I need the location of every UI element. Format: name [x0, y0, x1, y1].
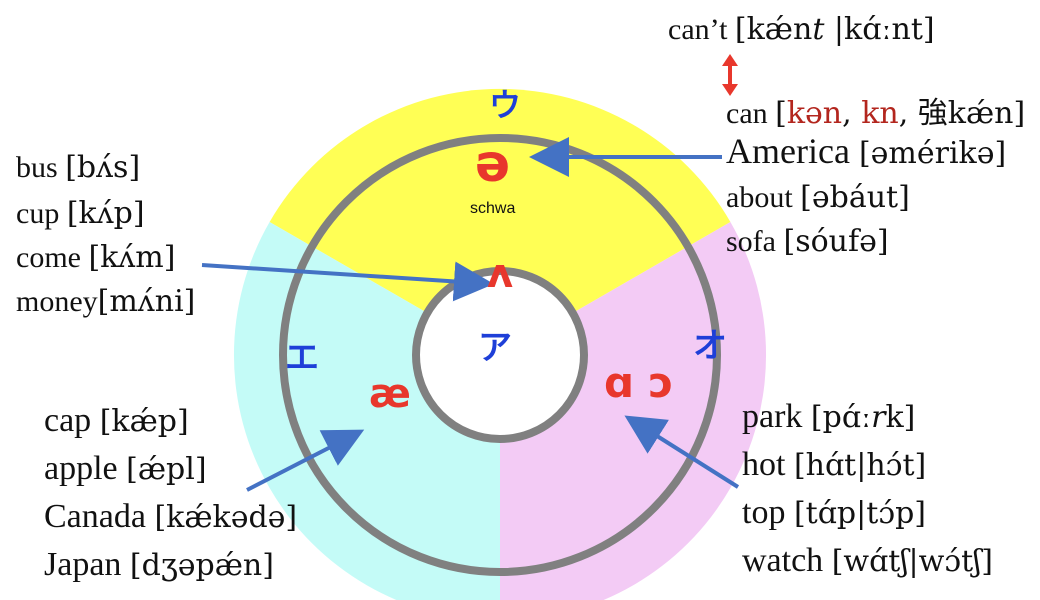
ash-symbol: æ	[369, 371, 411, 417]
ipa: [kʌ́m]	[88, 240, 176, 275]
wedge-word-come: come [kʌ́m]	[16, 240, 175, 275]
ash-region	[233, 222, 500, 600]
ipa: [dʒəpǽn]	[129, 548, 274, 583]
word: sofa	[726, 225, 776, 258]
word: park	[742, 398, 803, 435]
ipa: [wɑ́tʃ|wɔ́tʃ]	[831, 544, 993, 579]
ipa: [hɑ́t|hɔ́t]	[793, 448, 927, 483]
ipa: [kǽp]	[99, 404, 189, 439]
ipa-b: k]	[885, 400, 916, 435]
ao-word-watch: watch [wɑ́tʃ|wɔ́tʃ]	[742, 542, 993, 580]
ipa: [kǽkədə]	[154, 500, 298, 535]
can-sep-1: ,	[842, 96, 862, 131]
ash-word-cap: cap [kǽp]	[44, 402, 189, 440]
wedge-symbol: ʌ	[487, 251, 514, 297]
ipa: [pɑ́ːrk]	[811, 400, 915, 435]
can-weak-2: kn	[861, 96, 899, 131]
schwa-word-about: about [əbáut]	[726, 180, 910, 215]
ipa-r: r	[871, 400, 886, 435]
inner-ring	[412, 267, 588, 443]
word: cap	[44, 402, 92, 439]
ao-word-park: park [pɑ́ːrk]	[742, 398, 915, 436]
cant-ipa-a: [kǽn	[734, 12, 813, 47]
can-strong: 強kǽn]	[917, 96, 1026, 131]
cant-ipa: [kǽnt |kɑ́ːnt]	[735, 12, 935, 47]
ao-word-top: top [tɑ́p|tɔ́p]	[742, 494, 926, 532]
can-sep-2: ,	[898, 96, 918, 131]
wedge-word-cup: cup [kʌ́p]	[16, 196, 145, 231]
word: watch	[742, 542, 824, 579]
ash-word-japan: Japan [dʒəpǽn]	[44, 546, 274, 584]
word: come	[16, 241, 81, 274]
arrow-to-ash	[246, 429, 365, 492]
outer-ring	[279, 134, 721, 576]
arrow-to-ao	[624, 415, 740, 489]
kana-u: ウ	[489, 86, 522, 124]
arrow-to-wedge	[201, 261, 494, 302]
ipa: [ǽpl]	[126, 452, 207, 487]
ao-word-hot: hot [hɑ́t|hɔ́t]	[742, 446, 926, 484]
cant-ipa-b: |kɑ́ːnt]	[824, 12, 935, 47]
cant-ipa-t: t	[812, 12, 825, 47]
word: bus	[16, 151, 58, 184]
ipa: [kʌ́p]	[66, 196, 145, 231]
cant-word: can’t	[668, 13, 728, 46]
schwa-word-sofa: sofa [sóufə]	[726, 224, 889, 259]
kana-e: エ	[285, 338, 319, 378]
word: cup	[16, 197, 60, 230]
word: apple	[44, 450, 118, 487]
cant-entry: can’t [kǽnt |kɑ́ːnt]	[668, 12, 935, 47]
word: hot	[742, 446, 786, 483]
can-ipa: [kən, kn, 強kǽn]	[775, 96, 1025, 131]
kana-o: オ	[693, 326, 727, 366]
ipa-a: [pɑ́ː	[810, 400, 872, 435]
ash-word-apple: apple [ǽpl]	[44, 450, 207, 488]
ipa: [tɑ́p|tɔ́p]	[793, 496, 926, 531]
schwa-label: schwa	[470, 200, 516, 217]
ipa: [sóufə]	[783, 224, 889, 259]
ipa: [mʌ́ni]	[97, 284, 196, 319]
kana-a: ア	[478, 328, 512, 368]
can-open: [	[775, 96, 787, 131]
schwa-word-america: America [əmérikə]	[726, 130, 1006, 172]
can-word: can	[726, 97, 768, 130]
ao-region	[500, 222, 767, 600]
can-entry: can [kən, kn, 強kǽn]	[726, 88, 1025, 132]
wedge-word-bus: bus [bʌ́s]	[16, 150, 140, 185]
word: about	[726, 181, 793, 214]
can-weak-1: kən	[786, 96, 843, 131]
word: Canada	[44, 498, 146, 535]
word: Japan	[44, 546, 122, 583]
word: America	[726, 131, 850, 171]
ipa: [əmérikə]	[858, 136, 1007, 171]
contrast-arrow	[722, 54, 738, 96]
word: top	[742, 494, 786, 531]
ipa: [əbáut]	[800, 180, 910, 215]
ash-word-canada: Canada [kǽkədə]	[44, 498, 297, 536]
schwa-symbol: ə	[475, 134, 511, 194]
wedge-word-money: money[mʌ́ni]	[16, 284, 195, 319]
word: money	[16, 285, 98, 318]
ipa: [bʌ́s]	[65, 150, 141, 185]
ao-symbol: ɑ ɔ	[604, 358, 674, 407]
